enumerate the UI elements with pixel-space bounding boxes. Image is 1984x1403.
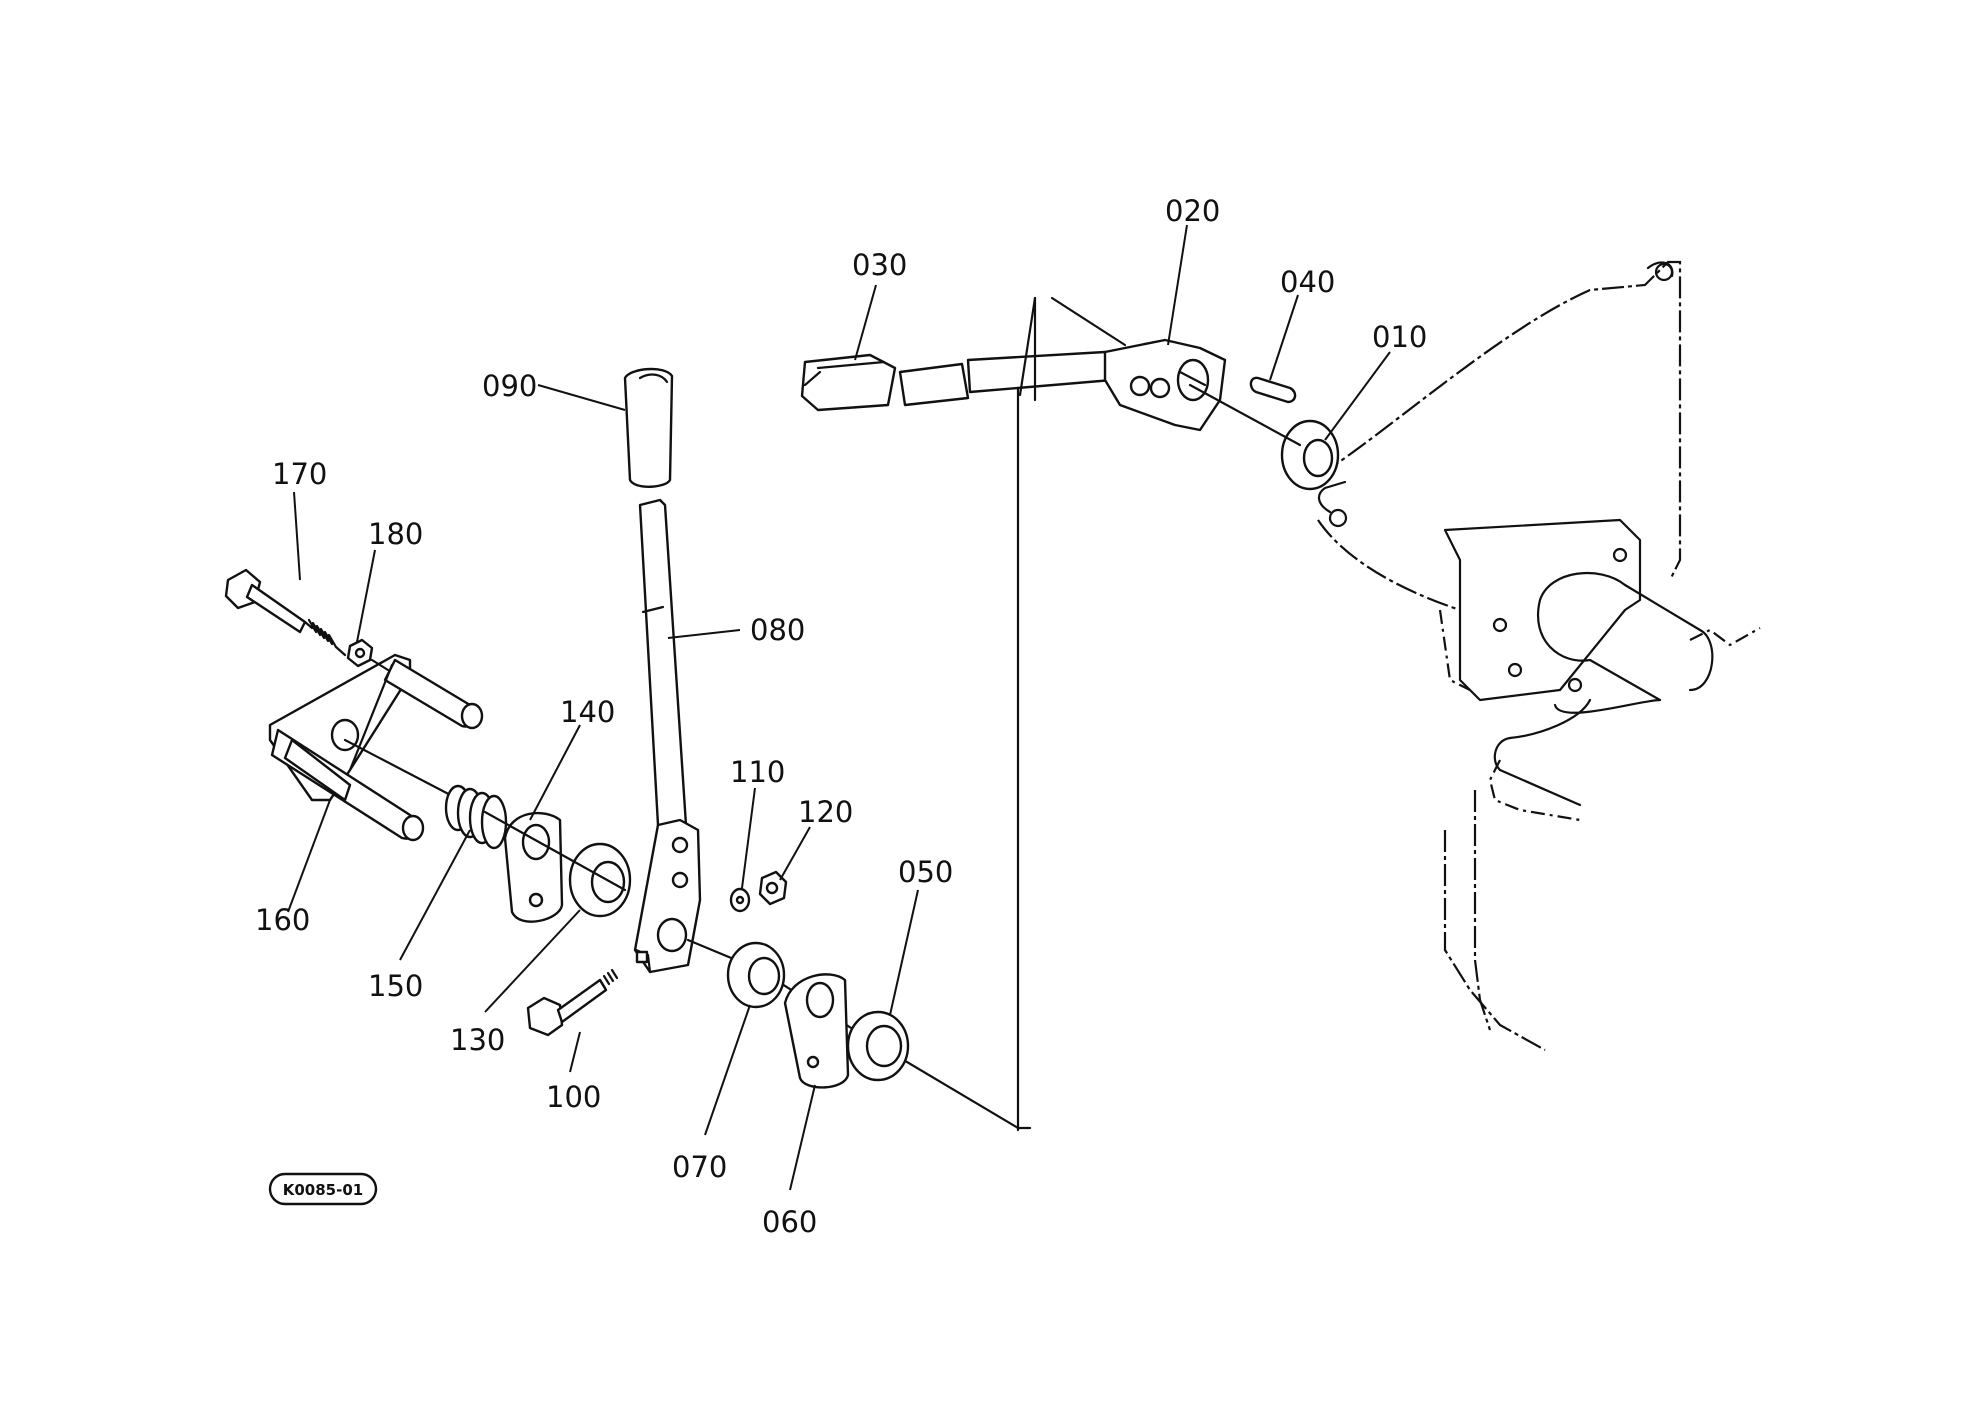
- callout-020: 020: [1165, 194, 1220, 228]
- washer-130: [568, 842, 632, 918]
- plate-060: [783, 973, 850, 1089]
- callout-110: 110: [730, 755, 785, 789]
- callout-030: 030: [852, 248, 907, 282]
- callout-090: 090: [482, 369, 537, 403]
- callout-120: 120: [798, 795, 853, 829]
- callout-040: 040: [1280, 265, 1335, 299]
- washer-070: [726, 941, 786, 1009]
- callout-labels: 010 020 030 040 050 060 070 080 090 100 …: [255, 194, 1427, 1239]
- grip-030: [800, 353, 897, 412]
- upper-lever-assembly: [800, 296, 1340, 1132]
- bracket-160: [268, 653, 484, 842]
- callout-060: 060: [762, 1205, 817, 1239]
- callout-140: 140: [560, 695, 615, 729]
- diagram-code-badge: K0085-01: [268, 1172, 378, 1206]
- bolt-170: [224, 568, 347, 657]
- callout-150: 150: [368, 969, 423, 1003]
- callout-130: 130: [450, 1023, 505, 1057]
- housing-outline: [1317, 260, 1761, 1051]
- washer-110: [729, 887, 751, 913]
- lever-rod-020: [898, 362, 970, 407]
- nut-120: [758, 870, 788, 906]
- callout-080: 080: [750, 613, 805, 647]
- leader-lines: [287, 224, 1391, 1191]
- callout-070: 070: [672, 1150, 727, 1184]
- callout-050: 050: [898, 855, 953, 889]
- callout-010: 010: [1372, 320, 1427, 354]
- hand-lever-assembly: [623, 367, 702, 974]
- callout-170: 170: [272, 457, 327, 491]
- plate-140: [503, 811, 564, 923]
- diagram-code: K0085-01: [283, 1181, 363, 1199]
- spring-150: [444, 784, 508, 850]
- callout-100: 100: [546, 1080, 601, 1114]
- pin-040: [1249, 376, 1297, 404]
- lever-080: [638, 498, 688, 840]
- callout-160: 160: [255, 903, 310, 937]
- washer-050: [846, 1010, 910, 1082]
- bolt-100: [526, 968, 619, 1037]
- callout-180: 180: [368, 517, 423, 551]
- knob-090: [623, 367, 674, 488]
- nut-180: [346, 638, 390, 672]
